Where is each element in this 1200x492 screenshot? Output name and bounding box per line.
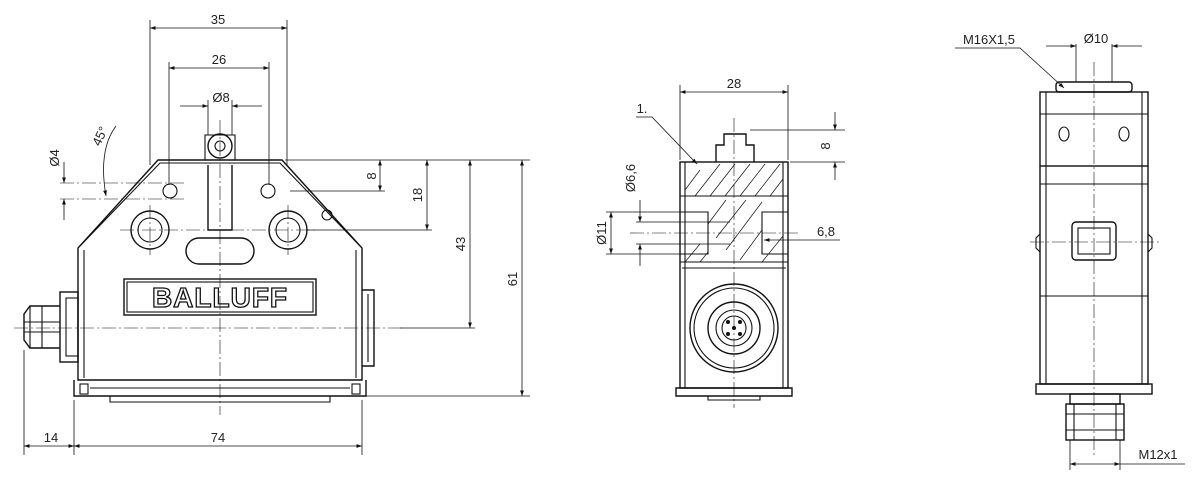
connector-left <box>23 291 79 363</box>
dim-side-28: 28 <box>727 76 741 91</box>
dim-thread-m16: M16X1,5 <box>963 32 1015 47</box>
brand-logo: BALLUFF <box>152 282 288 313</box>
dim-h-18: 18 <box>410 188 425 202</box>
end-view: M16X1,5 Ø10 M12x1 <box>955 31 1185 470</box>
dim-side-dia-66: Ø6,6 <box>623 164 638 192</box>
callout-1: 1. <box>637 101 648 116</box>
dim-26: 26 <box>212 52 226 67</box>
dim-dia-8: Ø8 <box>212 90 229 105</box>
dim-35: 35 <box>211 12 225 27</box>
front-view: BALLUFF 35 26 Ø8 <box>14 12 530 455</box>
dim-thread-m12: M12x1 <box>1138 447 1177 462</box>
front-housing-outline <box>77 159 363 381</box>
dim-h-43: 43 <box>453 237 468 251</box>
dim-h-8: 8 <box>364 172 379 179</box>
end-connector <box>1065 393 1125 441</box>
side-plunger <box>715 133 755 162</box>
dim-dia-4: Ø4 <box>47 149 62 166</box>
dim-side-h-8: 8 <box>818 142 833 149</box>
dim-angle-45: 45° <box>89 124 111 148</box>
dim-side-68: 6,8 <box>817 224 835 239</box>
dim-w-74: 74 <box>211 430 225 445</box>
dim-h-61: 61 <box>505 272 520 286</box>
dim-side-dia-11: Ø11 <box>594 221 609 245</box>
side-view: 1. 28 8 Ø6,6 Ø11 6,8 <box>594 76 845 408</box>
dim-dia-10: Ø10 <box>1084 31 1109 46</box>
dim-w-14: 14 <box>44 430 58 445</box>
